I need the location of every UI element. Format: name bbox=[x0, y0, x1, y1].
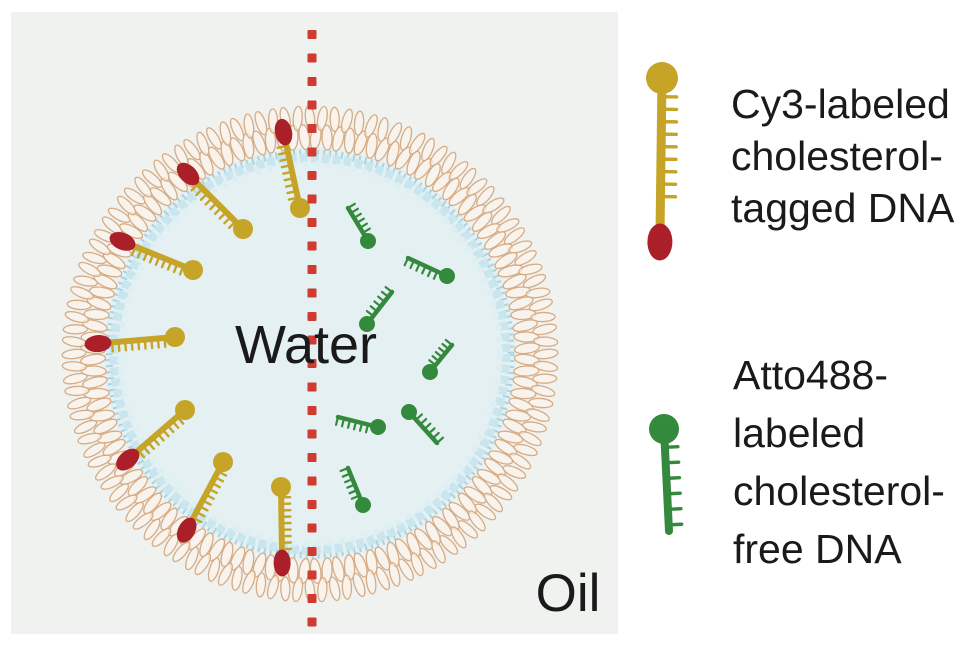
atto488-free-dna-icon bbox=[649, 414, 684, 535]
cy3-dna-strand bbox=[176, 452, 233, 543]
legend-line: labeled bbox=[733, 410, 866, 456]
cy3-dna-strand bbox=[84, 327, 185, 353]
atto488-dna-strand bbox=[339, 465, 371, 513]
atto488-dna-strand bbox=[403, 255, 455, 284]
legend-line: cholesterol- bbox=[731, 133, 943, 179]
legend-line: tagged DNA bbox=[731, 185, 955, 231]
cy3-dna-strand bbox=[271, 477, 293, 577]
cy3-dna-strand bbox=[274, 118, 310, 218]
cy3-dna-strand bbox=[176, 162, 253, 239]
legend-line: Atto488- bbox=[733, 352, 888, 398]
legend-line: Cy3-labeled bbox=[731, 81, 950, 127]
atto488-dna-strand bbox=[422, 338, 455, 380]
legend-line: cholesterol- bbox=[733, 468, 945, 514]
cy3-dna-strand bbox=[116, 400, 195, 471]
cy3-cholesterol-dna-icon bbox=[646, 62, 679, 261]
cy3-dna-strands bbox=[84, 118, 310, 577]
divider-dotted-line bbox=[307, 30, 317, 627]
atto488-dna-strand bbox=[345, 202, 376, 249]
atto488-dna-strand bbox=[401, 404, 445, 446]
water-label: Water bbox=[235, 315, 377, 375]
legend-atto488-label: Atto488- labeled cholesterol- free DNA bbox=[733, 346, 945, 578]
water-droplet bbox=[104, 148, 516, 560]
atto488-dna-strand bbox=[334, 414, 386, 435]
atto488-dna-strands bbox=[334, 202, 455, 513]
cy3-dna-strand bbox=[109, 231, 203, 280]
legend-cy3-label: Cy3-labeled cholesterol- tagged DNA bbox=[731, 78, 954, 234]
oil-label: Oil bbox=[536, 564, 601, 623]
legend-line: free DNA bbox=[733, 526, 902, 572]
atto488-dna-strand bbox=[359, 285, 395, 332]
